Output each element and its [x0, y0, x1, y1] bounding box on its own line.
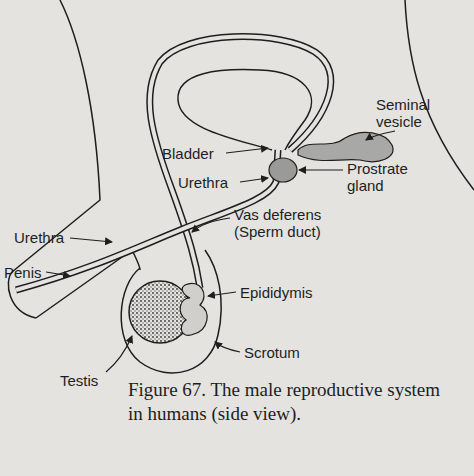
leader [299, 169, 343, 170]
penis-lower [36, 250, 140, 318]
part-label: Urethra [14, 229, 64, 246]
leader [226, 148, 268, 153]
leader [192, 218, 230, 232]
leader [215, 342, 240, 352]
seminal-vesicle [298, 132, 393, 161]
part-label: Scrotum [244, 344, 300, 361]
scrotum [121, 250, 221, 373]
part-label: Urethra [178, 174, 228, 191]
part-label: Seminal vesicle [376, 96, 450, 130]
leader [240, 178, 268, 182]
part-label: Vas deferens (Sperm duct) [234, 206, 344, 240]
leader [208, 292, 236, 296]
leader [70, 238, 112, 242]
part-label: Prostrate gland [347, 160, 427, 194]
part-label: Penis [4, 264, 42, 281]
figure-caption: Figure 67. The male reproductive system … [128, 378, 458, 426]
vas-deferens [150, 37, 331, 288]
part-label: Epididymis [240, 284, 313, 301]
back-outline [405, 0, 474, 190]
bladder [178, 70, 312, 150]
leader [106, 336, 132, 372]
leader [46, 272, 70, 276]
leader [366, 131, 395, 140]
epididymis [180, 283, 207, 335]
body-outline [12, 0, 100, 272]
part-label: Testis [60, 372, 98, 389]
prostate-gland [269, 158, 297, 182]
part-label: Bladder [162, 145, 214, 162]
vas-deferens-lumen [150, 37, 331, 288]
